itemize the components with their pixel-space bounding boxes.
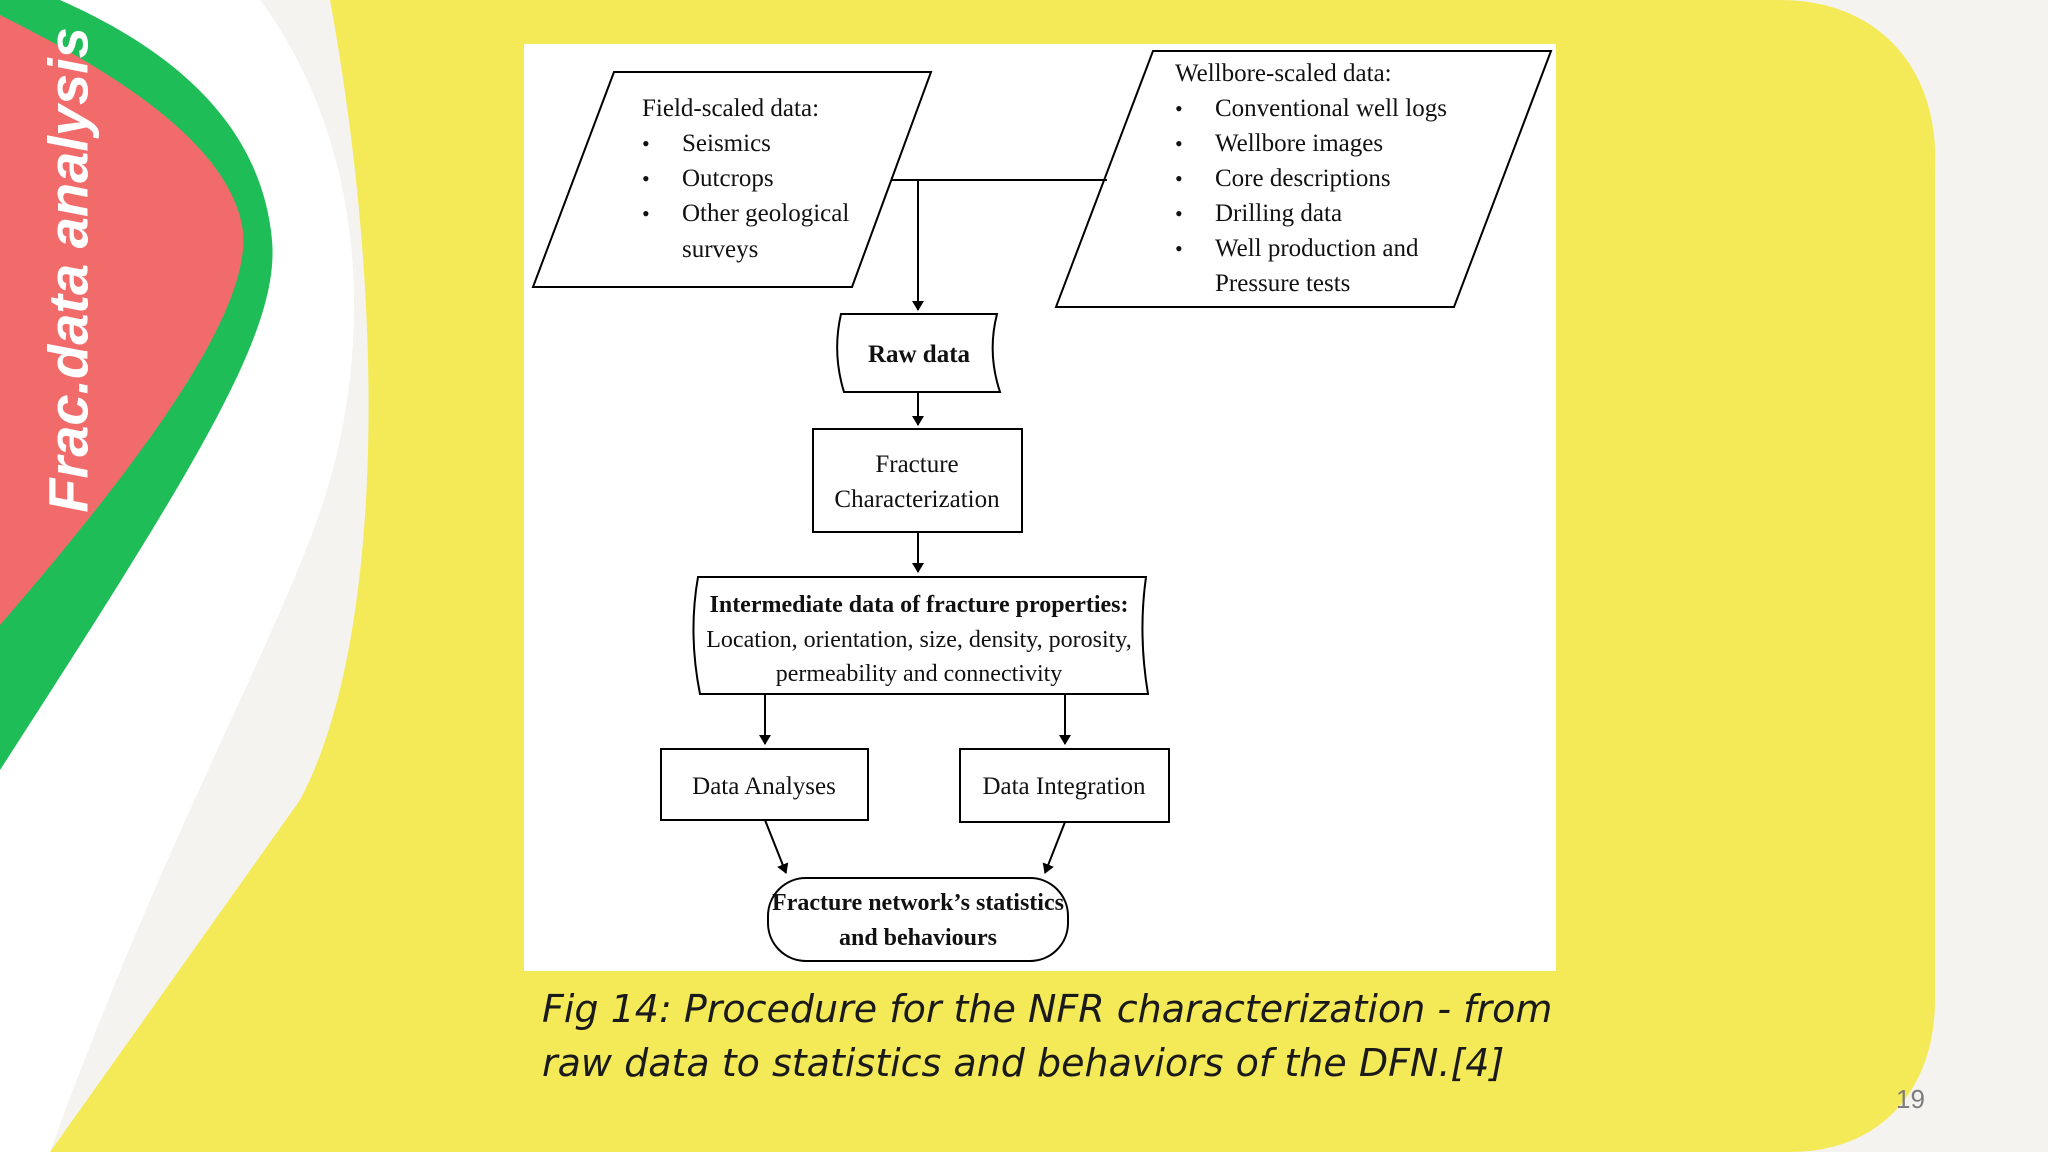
figure-caption: Fig 14: Procedure for the NFR characteri…	[542, 982, 1742, 1090]
field-data-box	[531, 71, 933, 288]
intermediate-data-label: permeability and connectivity	[776, 661, 1063, 687]
field-data-title: Field-scaled data:	[642, 95, 819, 122]
field-data-item: Outcrops	[682, 165, 774, 192]
bullet: •	[1175, 166, 1183, 191]
bullet: •	[1175, 201, 1183, 226]
arrow-to-result-left	[764, 819, 789, 874]
bullet: •	[642, 201, 650, 226]
section-title: Frac.data analysis	[36, 27, 100, 513]
data-analyses-label: Data Analyses	[692, 773, 836, 800]
data-analyses-box	[660, 748, 869, 821]
fracture-characterization-label: Characterization	[834, 486, 1000, 513]
intermediate-data-box	[692, 576, 1150, 695]
bullet: •	[642, 131, 650, 156]
fracture-characterization-label: Fracture	[875, 451, 958, 478]
result-box	[767, 877, 1069, 962]
field-data-item: Other geological	[682, 200, 849, 227]
red-corner-shape	[0, 15, 244, 625]
raw-data-label: Raw data	[868, 341, 971, 368]
arrow-to-result-right	[1042, 821, 1066, 874]
data-integration-box	[959, 748, 1170, 823]
field-data-item: Seismics	[682, 130, 771, 157]
wellbore-data-item: Wellbore images	[1215, 130, 1383, 157]
wellbore-data-item: Well production and	[1215, 235, 1419, 262]
page-number: 19	[1896, 1084, 1925, 1114]
caption-line: Fig 14: Procedure for the NFR characteri…	[542, 987, 1553, 1031]
field-data-item: surveys	[682, 236, 758, 263]
bullet: •	[1175, 131, 1183, 156]
wellbore-data-item: Core descriptions	[1215, 165, 1391, 192]
flowchart: Field-scaled data: • Seismics • Outcrops…	[531, 50, 1553, 962]
bullet: •	[1175, 236, 1183, 261]
intermediate-data-title: Intermediate data of fracture properties…	[710, 592, 1129, 618]
result-label: and behaviours	[839, 925, 997, 951]
wellbore-data-item: Pressure tests	[1215, 270, 1350, 297]
wellbore-data-box	[1054, 50, 1553, 308]
wellbore-data-title: Wellbore-scaled data:	[1175, 60, 1392, 87]
intermediate-data-label: Location, orientation, size, density, po…	[706, 627, 1131, 653]
raw-data-box	[836, 313, 1002, 393]
wellbore-data-item: Drilling data	[1215, 200, 1342, 227]
bullet: •	[1175, 96, 1183, 121]
data-integration-label: Data Integration	[982, 773, 1146, 800]
fracture-characterization-box	[812, 428, 1023, 533]
bullet: •	[642, 166, 650, 191]
wellbore-data-item: Conventional well logs	[1215, 95, 1447, 122]
flowchart-panel: Field-scaled data: • Seismics • Outcrops…	[524, 44, 1556, 971]
result-label: Fracture network’s statistics	[772, 890, 1064, 916]
caption-line: raw data to statistics and behaviors of …	[542, 1041, 1505, 1085]
